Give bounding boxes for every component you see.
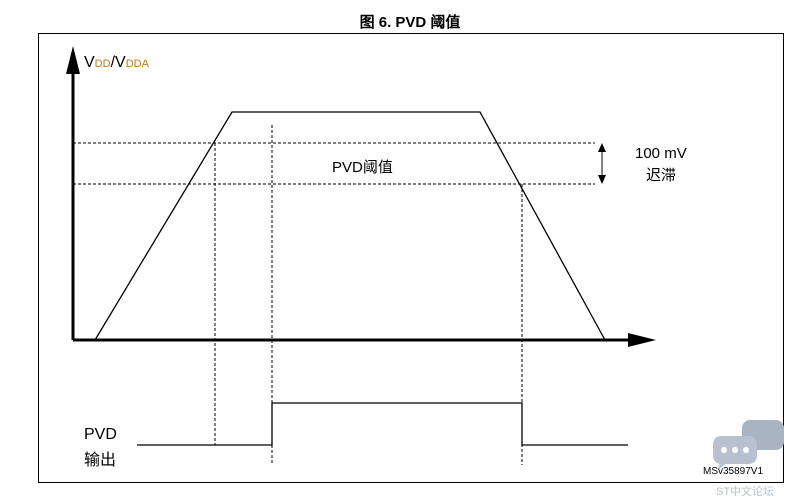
hysteresis-label: 迟滞 (646, 167, 677, 184)
figure-frame (38, 33, 784, 483)
pvd-output-signal (137, 402, 628, 446)
y-axis-label: VDD/VDDA (84, 54, 149, 71)
output-label-line1: PVD (84, 426, 117, 443)
arrow-up-icon (598, 143, 606, 152)
x-axis-arrow-icon (628, 333, 656, 347)
chat-icon (713, 420, 784, 470)
hysteresis-value: 100 mV (635, 145, 687, 162)
threshold-label: PVD阈值 (332, 159, 393, 176)
watermark: ST中文论坛 (716, 486, 775, 498)
vdd-curve (94, 111, 606, 341)
figure-title: 图 6. PVD 阈值 (359, 14, 461, 31)
arrow-down-icon (598, 175, 606, 184)
output-label-line2: 输出 (84, 452, 117, 469)
y-axis-arrow-icon (66, 46, 80, 74)
figure-id: MSv35897V1 (703, 466, 764, 477)
